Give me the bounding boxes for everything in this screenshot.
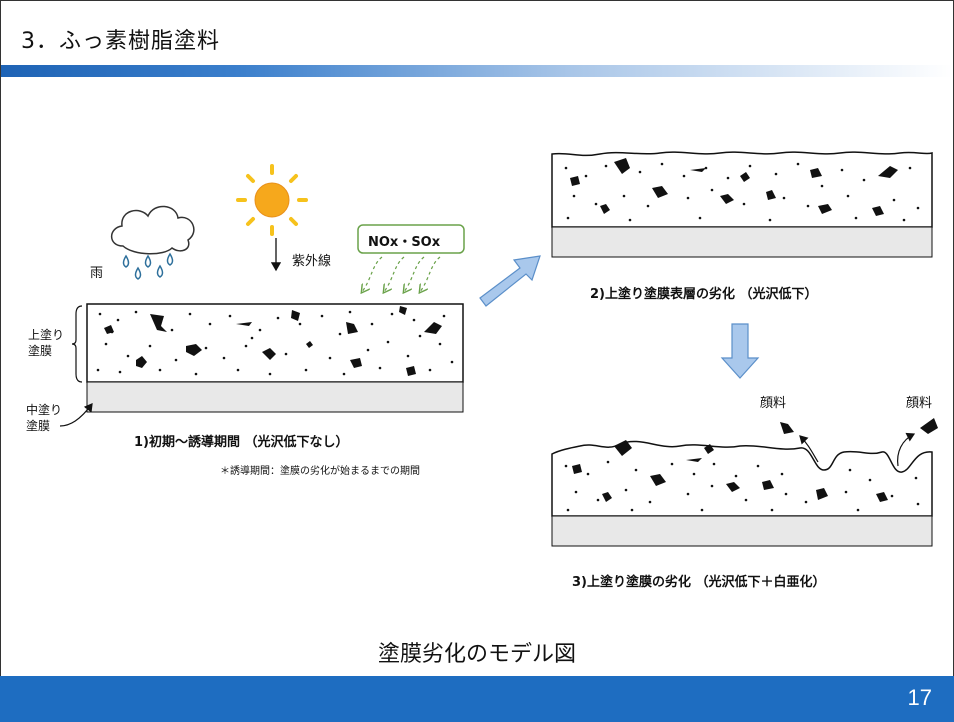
figure-caption: 塗膜劣化のモデル図: [377, 642, 576, 667]
sun-icon: [236, 164, 308, 236]
rain-label: 雨: [90, 266, 104, 281]
stage1-title: 1)初期～誘導期間 （光沢低下なし）: [134, 435, 349, 450]
nox-sox-box: [357, 224, 465, 254]
top-coat-bracket: [71, 305, 83, 383]
title-gradient-bar: [1, 65, 953, 77]
stage1-note: ＊誘導期間：塗膜の劣化が始まるまでの期間: [220, 466, 420, 477]
top-coat-label: 上塗り 塗膜: [28, 328, 65, 358]
stage3-title: 3)上塗り塗膜の劣化 （光沢低下＋白亜化）: [572, 575, 826, 590]
uv-label: 紫外線: [292, 254, 332, 269]
stage1-coating: [86, 303, 464, 413]
mid-coat-pointer: [59, 403, 93, 427]
rain-cloud-icon: [110, 205, 195, 280]
slide-title: 3．ふっ素樹脂塗料: [21, 29, 220, 54]
pigment-label-1: 顔料: [760, 396, 787, 411]
stage3-coating: [551, 418, 938, 547]
stage-arrow-right: [479, 255, 541, 307]
page-number: 17: [907, 685, 932, 710]
footer-bar: 17: [0, 676, 954, 722]
stage2-title: 2)上塗り塗膜表層の劣化 （光沢低下）: [590, 287, 818, 302]
nox-sox-arrows: [362, 256, 441, 292]
stage-arrow-down: [720, 323, 760, 379]
pigment-label-2: 顔料: [906, 396, 933, 411]
stage2-coating: [551, 151, 933, 258]
nox-sox-label: NOx・SOx: [368, 235, 441, 250]
mid-coat-label: 中塗り 塗膜: [26, 403, 63, 433]
